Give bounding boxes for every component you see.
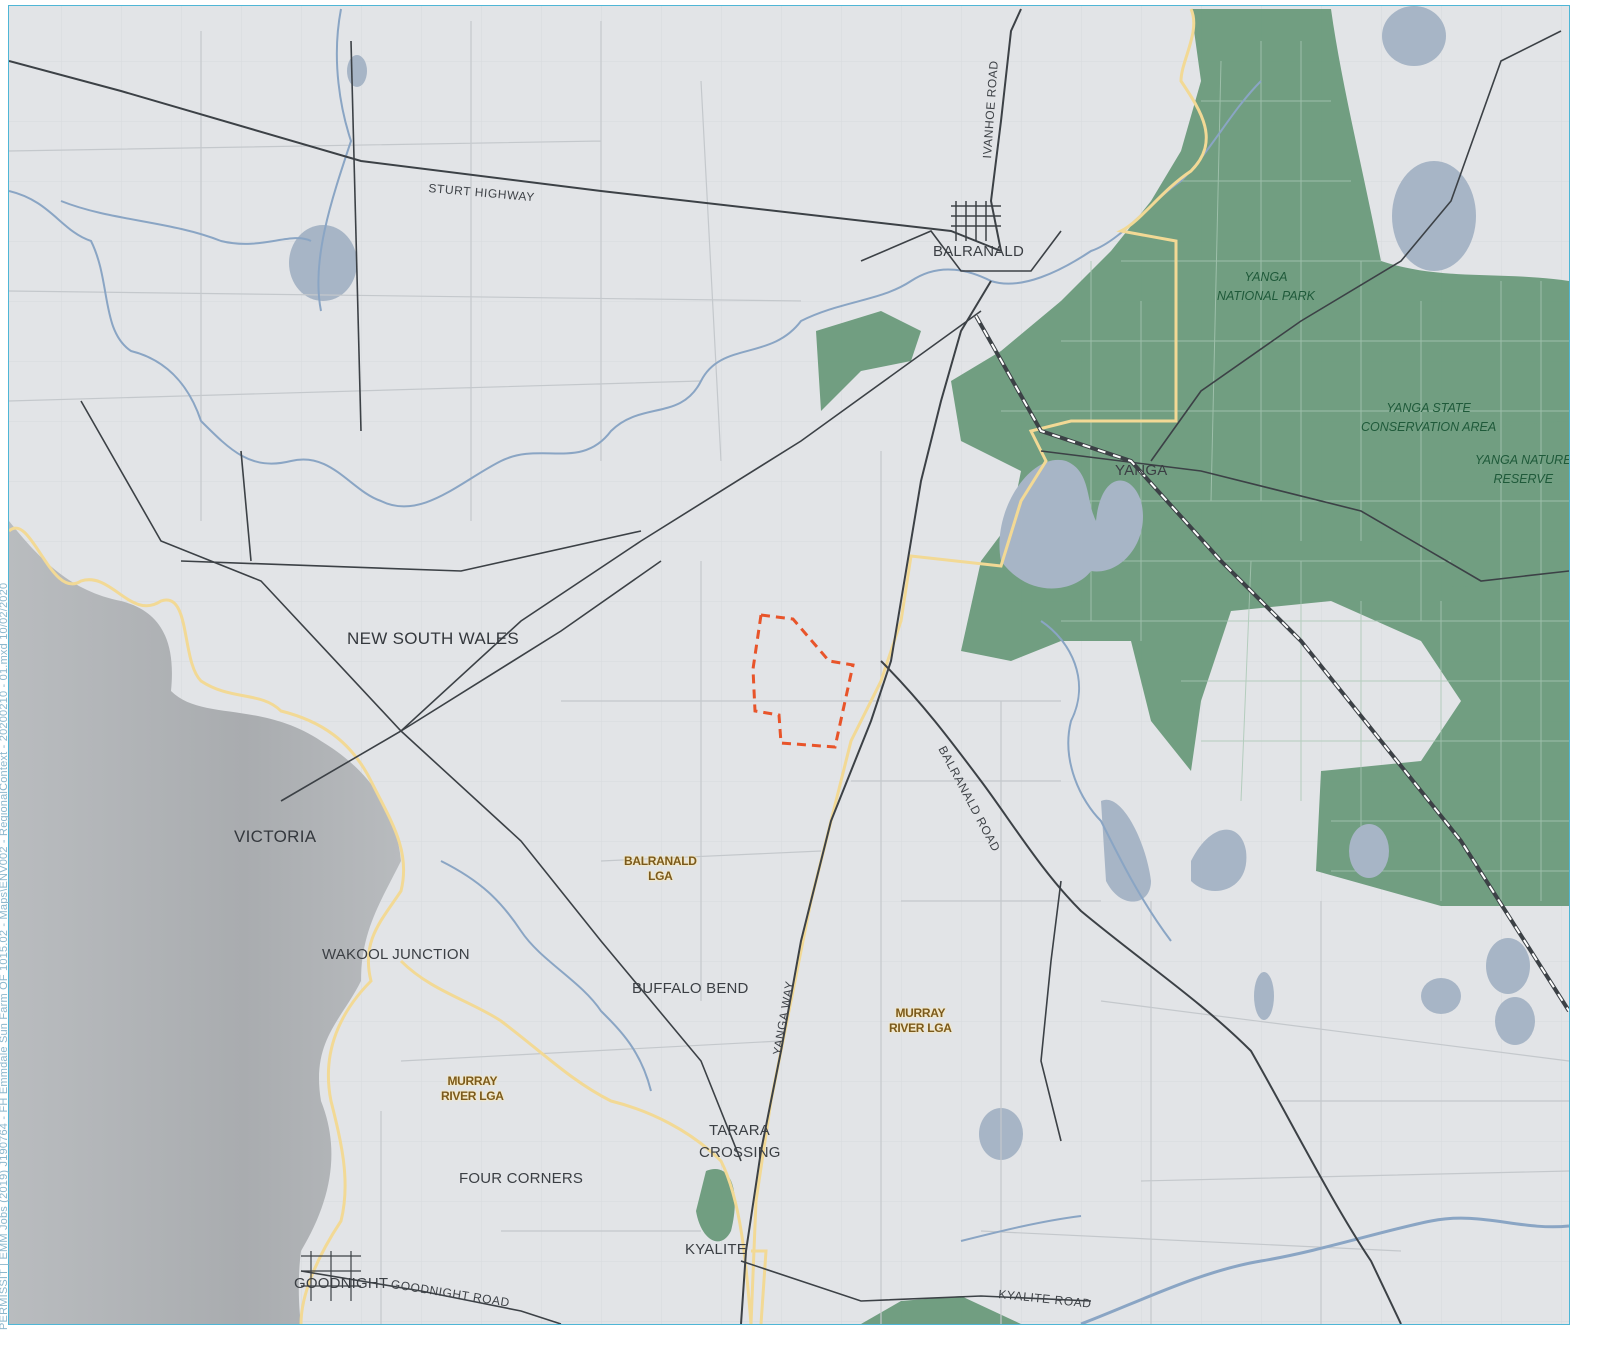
site-boundary[interactable] xyxy=(751,613,855,749)
lake-small-north xyxy=(347,55,367,87)
lake-southeast-3 xyxy=(1421,978,1461,1014)
road-southeast xyxy=(1040,880,1062,1142)
lake-east-1 xyxy=(1101,799,1151,902)
road-balranald-town xyxy=(860,230,1062,272)
river-east-creek xyxy=(1040,620,1172,942)
map-frame[interactable]: NEW SOUTH WALES VICTORIA BALRANALD YANGA… xyxy=(8,5,1570,1325)
lake-east-2 xyxy=(1191,829,1247,891)
lake-southeast-2 xyxy=(1495,997,1535,1045)
map-file-path-note: PERMISSIT | EMM Jobs (2019) J190764 - FH… xyxy=(0,582,10,1330)
lga-boundary-kyalite xyxy=(751,1249,768,1324)
victoria-terrain xyxy=(9,521,401,1324)
label-murray-river-lga-west: MURRAY RIVER LGA xyxy=(441,1074,504,1104)
road-balranald xyxy=(880,660,1402,1324)
river-kyalite xyxy=(960,1215,1082,1242)
minor-roads xyxy=(9,21,1569,1324)
lake-southeast-4 xyxy=(1254,972,1274,1020)
label-new-south-wales: NEW SOUTH WALES xyxy=(347,629,519,648)
label-wakool-junction: WAKOOL JUNCTION xyxy=(322,946,470,963)
label-yanga: YANGA xyxy=(1115,462,1168,479)
label-tarara: TARARA xyxy=(709,1122,770,1139)
road-kyalite xyxy=(80,400,742,1162)
park-subdivisions xyxy=(1001,41,1569,901)
murray-river-lga-boundary xyxy=(399,959,753,1324)
road-goodnight xyxy=(300,1270,562,1324)
town-grid-balranald xyxy=(951,201,1001,241)
label-yanga-national-park: YANGA NATIONAL PARK xyxy=(1217,268,1315,306)
label-yanga-nature-reserve: YANGA NATURE RESERVE xyxy=(1475,451,1570,489)
lake-west xyxy=(289,225,357,301)
balranald-lga-boundary-east xyxy=(749,8,1208,1324)
town-grid-goodnight xyxy=(301,1251,361,1301)
label-balranald-lga-line1: BALRANALD xyxy=(624,854,697,868)
river-west-branch xyxy=(60,200,312,245)
label-murray-east-line2: RIVER LGA xyxy=(889,1021,952,1035)
murrumbidgee-river xyxy=(9,80,1262,508)
label-balranald: BALRANALD xyxy=(933,243,1025,260)
road-cross-nsw xyxy=(180,530,642,572)
major-roads xyxy=(9,8,1569,1324)
map-canvas[interactable] xyxy=(9,6,1569,1324)
label-yanga-sca-line2: CONSERVATION AREA xyxy=(1361,419,1497,434)
label-kyalite: KYALITE xyxy=(685,1241,747,1258)
label-victoria: VICTORIA xyxy=(234,827,317,846)
road-northeast xyxy=(1150,30,1562,462)
label-yanga-sca-line1: YANGA STATE xyxy=(1386,401,1471,415)
road-vic-north xyxy=(400,560,662,732)
label-murray-river-lga-east: MURRAY RIVER LGA xyxy=(889,1006,952,1036)
label-murray-west-line1: MURRAY xyxy=(447,1074,498,1088)
lake-yanga xyxy=(999,459,1143,589)
road-north-west-1 xyxy=(350,40,362,432)
lga-boundaries xyxy=(9,8,1208,1324)
label-buffalo-bend: BUFFALO BEND xyxy=(632,980,749,997)
wakool-river xyxy=(1080,1216,1569,1324)
lake-southeast-1 xyxy=(1486,938,1530,994)
road-yanga-east xyxy=(1040,450,1569,582)
label-yanga-np-line2: NATIONAL PARK xyxy=(1217,288,1315,303)
label-crossing: CROSSING xyxy=(699,1144,781,1161)
lake-top-right xyxy=(1382,6,1446,66)
label-balranald-lga-line2: LGA xyxy=(648,869,673,883)
lake-northeast xyxy=(1392,161,1476,271)
road-ivanhoe xyxy=(989,8,1022,252)
label-yanga-state-conservation-area: YANGA STATE CONSERVATION AREA xyxy=(1361,399,1496,437)
rivers xyxy=(9,8,1569,1324)
road-north-west-2 xyxy=(240,450,252,562)
lake-east-3 xyxy=(1349,824,1389,878)
river-north-creek xyxy=(317,8,353,312)
label-balranald-lga: BALRANALD LGA xyxy=(624,854,697,884)
road-sturt-highway xyxy=(9,60,1002,252)
road-kyalite-east xyxy=(740,1260,1092,1302)
road-yanga-way xyxy=(740,280,992,1324)
label-goodnight: GOODNIGHT xyxy=(294,1275,389,1292)
label-yanga-np-line1: YANGA xyxy=(1244,270,1288,284)
park-areas xyxy=(696,9,1569,1324)
river-south-creek xyxy=(440,860,652,1092)
railway xyxy=(974,315,1569,1013)
label-yanga-nr-line1: YANGA NATURE xyxy=(1475,453,1570,467)
label-murray-east-line1: MURRAY xyxy=(895,1006,946,1020)
label-yanga-nr-line2: RESERVE xyxy=(1493,471,1554,486)
label-murray-west-line2: RIVER LGA xyxy=(441,1089,504,1103)
road-diagonal-west xyxy=(280,310,982,802)
nsw-vic-border xyxy=(9,526,406,1324)
label-four-corners: FOUR CORNERS xyxy=(459,1170,584,1187)
lakes xyxy=(289,6,1535,1160)
